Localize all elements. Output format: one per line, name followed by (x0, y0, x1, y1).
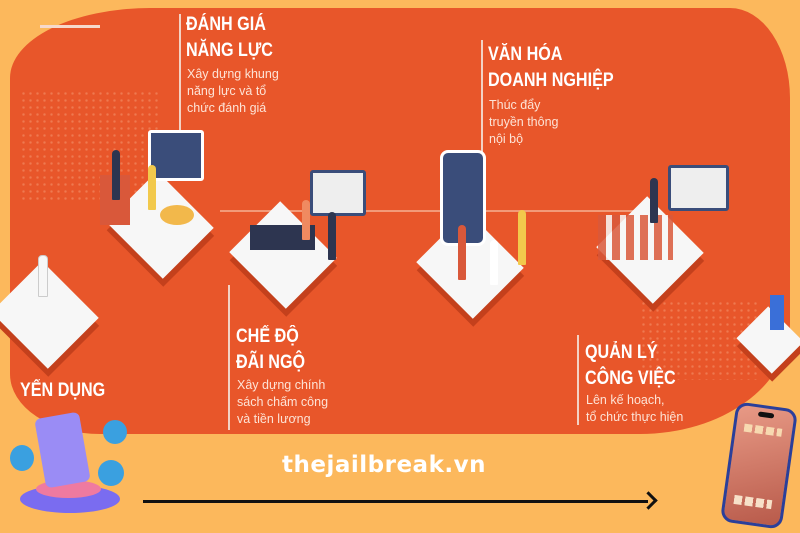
section-title-quan-ly: QUẢN LÝ CÔNG VIỆC (585, 340, 676, 392)
section-title-danh-gia: ĐÁNH GIÁ NĂNG LỰC (186, 12, 273, 64)
section-desc-danh-gia: Xây dựng khung năng lực và tổ chức đánh … (187, 66, 279, 117)
desc-line: tổ chức thực hiện (586, 410, 684, 424)
section-title-che-do: CHẾ ĐỘ ĐÃI NGỘ (236, 324, 305, 376)
report-board (310, 170, 366, 216)
title-line: QUẢN LÝ (585, 342, 658, 363)
title-line: ĐÁNH GIÁ (186, 14, 266, 35)
person-illustration (38, 255, 48, 297)
arrow-head-icon (639, 491, 658, 510)
title-line: CHẾ ĐỘ (236, 326, 299, 347)
person-illustration (518, 210, 526, 265)
desc-line: nội bộ (489, 132, 524, 146)
title-line: CÔNG VIỆC (585, 368, 676, 389)
title-line: VĂN HÓA (488, 44, 563, 65)
desc-line: và tiền lương (237, 412, 311, 426)
connector-line (481, 40, 483, 190)
desc-line: Lên kế hoạch, (586, 393, 665, 407)
section-title-tuyen-dung: YỂN DỤNG (20, 378, 105, 404)
person-illustration (328, 212, 336, 260)
section-desc-van-hoa: Thúc đẩy truyền thông nội bộ (489, 97, 559, 148)
phone-3d-icon (8, 411, 128, 525)
title-line: NĂNG LỰC (186, 40, 273, 61)
desc-line: sách chấm công (237, 395, 329, 409)
dot-pattern (20, 90, 160, 200)
person-illustration (302, 200, 310, 240)
smartphone-icon (719, 401, 799, 530)
server-illustration (770, 295, 784, 330)
desc-line: Thúc đẩy (489, 98, 541, 112)
arrow-line (143, 500, 648, 503)
brand-logo-text: thejailbreak.vn (282, 452, 486, 478)
title-line: DOANH NGHIỆP (488, 70, 614, 91)
desc-line: Xây dựng chính (237, 378, 326, 392)
person-illustration (148, 165, 156, 210)
decorative-line (40, 25, 100, 28)
dashboard-board (668, 165, 729, 211)
person-illustration (458, 225, 466, 280)
person-illustration (490, 240, 498, 285)
desc-line: truyền thông (489, 115, 559, 129)
person-illustration (650, 178, 658, 223)
section-desc-che-do: Xây dựng chính sách chấm công và tiền lư… (237, 377, 328, 428)
connector-line (179, 14, 181, 154)
connector-line (228, 285, 230, 430)
section-title-van-hoa: VĂN HÓA DOANH NGHIỆP (488, 42, 614, 94)
connector-line (577, 335, 579, 425)
pie-chart-illustration (160, 205, 194, 225)
desc-line: chức đánh giá (187, 101, 267, 115)
section-desc-quan-ly: Lên kế hoạch, tổ chức thực hiện (586, 392, 686, 428)
desc-line: Xây dựng khung (187, 67, 279, 81)
title-line: ĐÃI NGỘ (236, 352, 306, 373)
presentation-board (148, 130, 204, 181)
title-line: YỂN DỤNG (20, 380, 106, 401)
meeting-illustration (598, 215, 673, 260)
person-illustration (112, 150, 120, 200)
circuit-line (220, 210, 640, 212)
desc-line: năng lực và tổ (187, 84, 267, 98)
